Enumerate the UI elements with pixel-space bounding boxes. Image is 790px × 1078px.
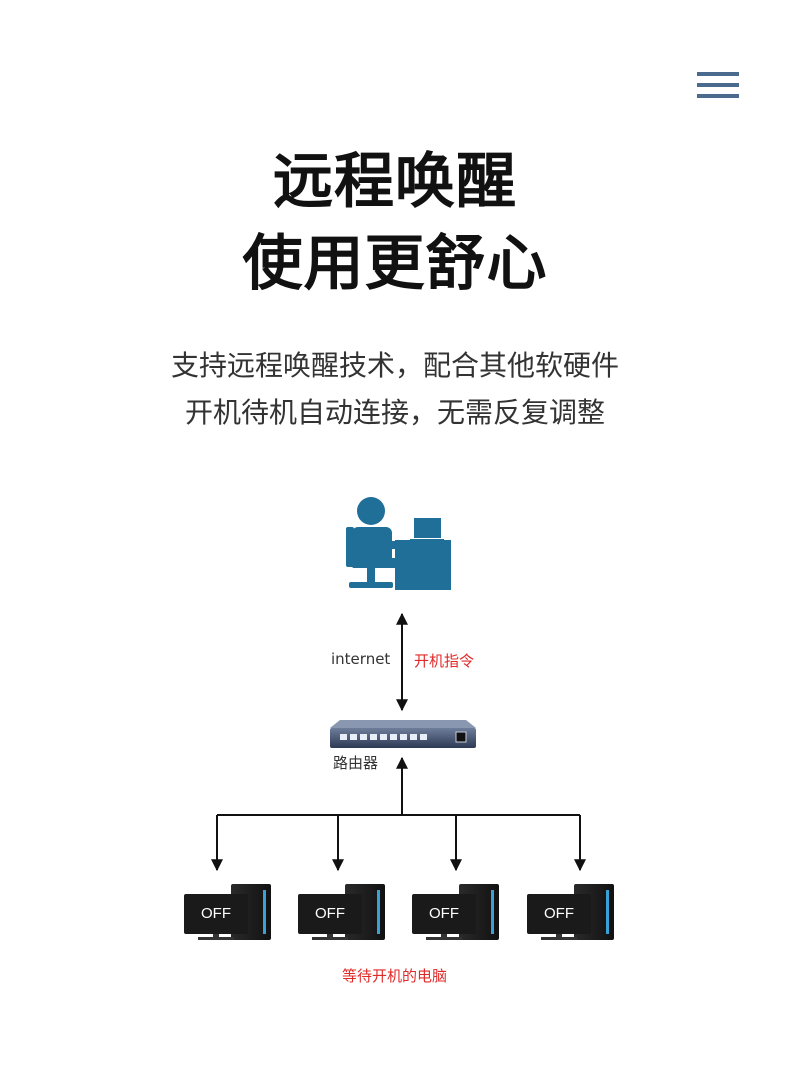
pc-status-text: OFF [429, 905, 459, 922]
hamburger-menu-icon[interactable] [697, 72, 739, 98]
pc-status-text: OFF [544, 905, 574, 922]
page-title-line1: 远程唤醒 [273, 147, 517, 217]
router-icon [330, 720, 476, 748]
internet-label: internet [331, 650, 391, 668]
pc-status-text: OFF [315, 905, 345, 922]
computer-icon: OFF [527, 884, 614, 940]
computer-icon: OFF [184, 884, 271, 940]
power-on-command-label: 开机指令 [414, 652, 475, 670]
user-at-computer-icon [346, 497, 451, 590]
router-label: 路由器 [333, 754, 379, 772]
description-line2: 开机待机自动连接，无需反复调整 [184, 396, 605, 429]
computer-icon: OFF [298, 884, 385, 940]
page-title-line2: 使用更舒心 [242, 229, 548, 299]
waiting-computers-label: 等待开机的电脑 [342, 967, 448, 985]
description-line1: 支持远程唤醒技术，配合其他软硬件 [170, 349, 619, 382]
computer-icon: OFF [412, 884, 499, 940]
pc-status-text: OFF [201, 905, 231, 922]
